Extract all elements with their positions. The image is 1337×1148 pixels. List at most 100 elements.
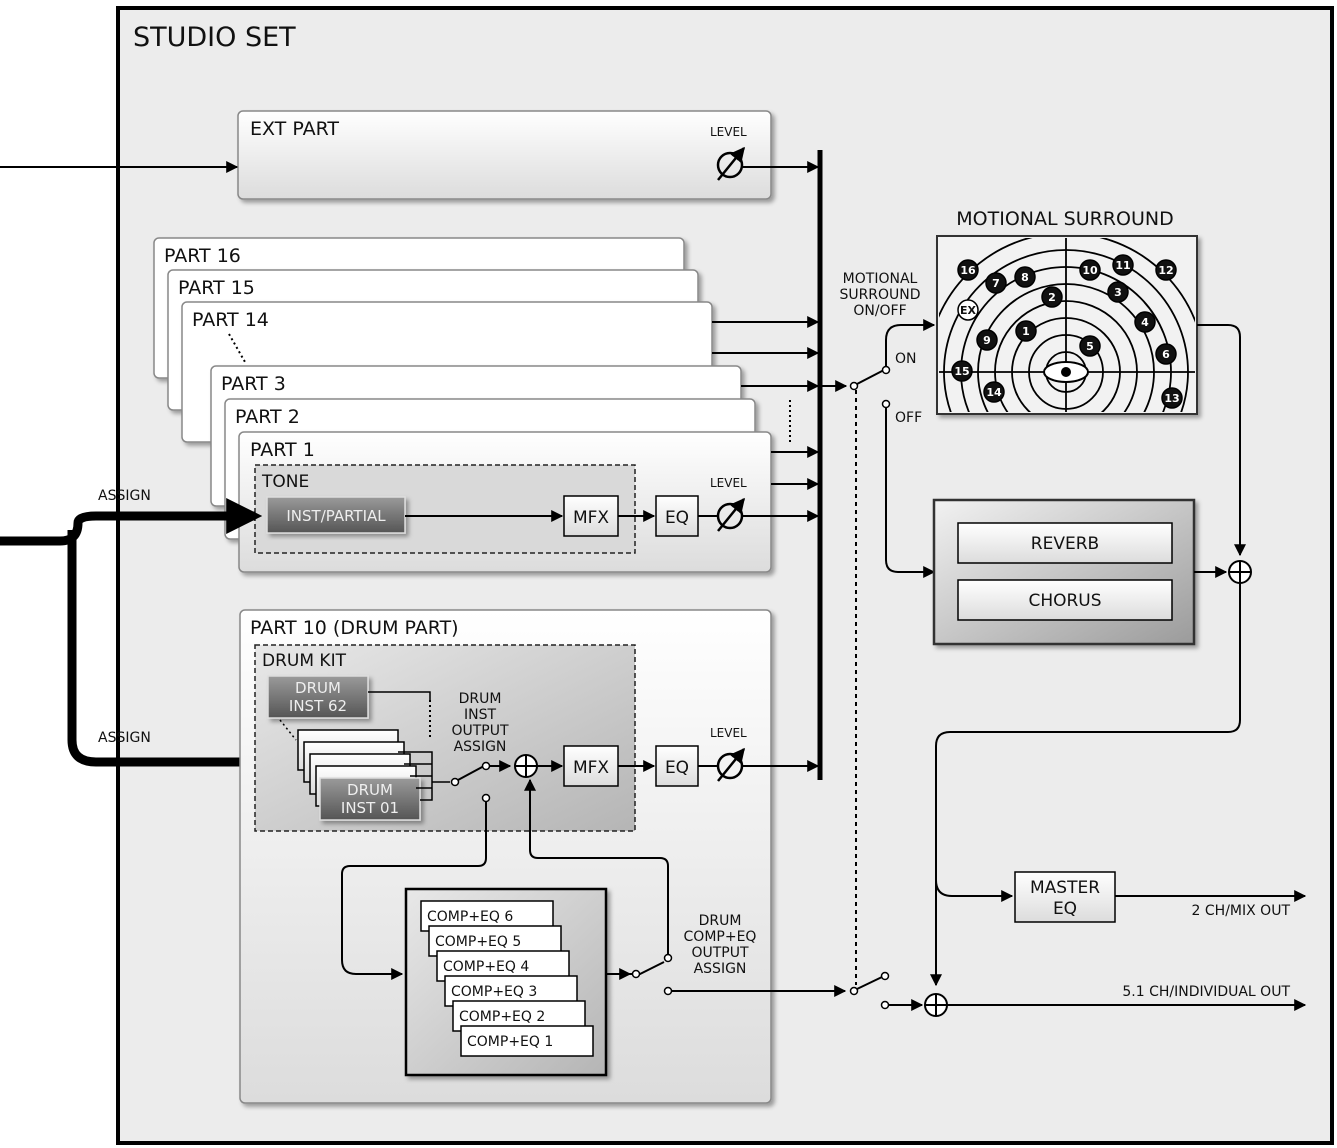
surround-marker-dot: [1112, 254, 1134, 276]
drum-output-assign-line3: OUTPUT: [451, 723, 509, 739]
surround-marker: 6: [1155, 343, 1177, 365]
surround-marker-dot: [951, 360, 973, 382]
surround-marker-dot: [957, 259, 979, 281]
comp-eq-5-label: COMP+EQ 5: [435, 934, 521, 950]
surround-marker-dot: [985, 272, 1007, 294]
surround-switch-line2: SURROUND: [839, 287, 920, 303]
surround-marker-label: 15: [954, 365, 969, 378]
surround-marker-dot: [1161, 387, 1183, 409]
individual-out-switch: [849, 971, 924, 1011]
drum-mfx-label: MFX: [573, 758, 609, 778]
comp-output-assign-line3: OUTPUT: [691, 945, 749, 961]
part-3-label: PART 3: [221, 373, 286, 395]
off-path: [885, 408, 936, 578]
drum-eq-label: EQ: [665, 758, 689, 778]
surround-off-label: OFF: [895, 410, 922, 426]
chorus-box: [957, 579, 1173, 621]
surround-switch-line1: MOTIONAL: [843, 271, 918, 287]
inst-partial-box: [266, 496, 406, 534]
drum-output-assign-line1: DRUM: [459, 691, 502, 707]
surround-marker: 4: [1134, 311, 1156, 333]
surround-marker: 16: [957, 259, 979, 281]
comp-eq-4-label: COMP+EQ 4: [443, 959, 529, 975]
comp-output-assign-line1: DRUM: [699, 913, 742, 929]
surround-marker: 15: [951, 360, 973, 382]
surround-marker-dot: [1107, 281, 1129, 303]
surround-marker: 1: [1015, 320, 1037, 342]
surround-marker-label: 9: [983, 334, 991, 347]
comp-eq-2-label: COMP+EQ 2: [459, 1009, 545, 1025]
drum-sum-icon: [514, 754, 538, 778]
assign-input-bottom-path: [67, 530, 293, 780]
surround-marker-dot: [1079, 259, 1101, 281]
surround-marker-label: 14: [986, 386, 1002, 399]
surround-marker-label: 13: [1164, 392, 1179, 405]
surround-marker: 11: [1112, 254, 1134, 276]
surround-marker-label: EX: [960, 304, 977, 317]
surround-output-path: [1197, 324, 1246, 557]
assign-input-top-path: [0, 498, 263, 546]
part-16-label: PART 16: [164, 245, 241, 267]
surround-marker: 8: [1014, 266, 1036, 288]
comp-output-assign-switch: [606, 953, 847, 997]
drum-kit-label: DRUM KIT: [262, 651, 347, 671]
drum-inst-output-assign-switch: [450, 760, 512, 803]
part-15-label: PART 15: [178, 277, 255, 299]
surround-marker-dot: [1155, 259, 1177, 281]
studio-set-title: STUDIO SET: [133, 22, 296, 53]
listener-eye-icon: [1043, 361, 1089, 383]
individual-out-label: 5.1 CH/INDIVIDUAL OUT: [1122, 984, 1290, 1000]
surround-marker-label: 5: [1086, 340, 1094, 353]
surround-marker-label: 12: [1158, 264, 1173, 277]
comp-eq-1-label: COMP+EQ 1: [467, 1034, 553, 1050]
surround-marker: 13: [1161, 387, 1183, 409]
reverb-box: [957, 522, 1173, 564]
tone-eq-label: EQ: [665, 508, 689, 528]
surround-marker: EX: [957, 299, 979, 321]
master-eq-line2: EQ: [1053, 899, 1077, 919]
surround-marker-label: 8: [1021, 271, 1029, 284]
ext-level-label: LEVEL: [710, 125, 747, 139]
surround-marker-dot: [983, 381, 1005, 403]
drum-inst-62-line: [368, 691, 431, 700]
surround-marker-label: 10: [1082, 264, 1098, 277]
drum-part-label: PART 10 (DRUM PART): [250, 617, 459, 639]
part-output-lines: [712, 316, 820, 522]
ext-part-label: EXT PART: [250, 118, 339, 140]
surround-marker-label: 7: [992, 277, 1000, 290]
surround-marker: 2: [1041, 286, 1063, 308]
tone-eq-box: [655, 495, 699, 537]
comp-eq-stack: COMP+EQ 6 COMP+EQ 5 COMP+EQ 4 COMP+EQ 3 …: [420, 900, 594, 1057]
comp-eq-send-path: [341, 802, 487, 980]
surround-marker-label: 11: [1115, 259, 1130, 272]
surround-marker-label: 2: [1048, 291, 1056, 304]
surround-marker: 3: [1107, 281, 1129, 303]
surround-marker-dot: [1155, 343, 1177, 365]
comp-output-assign-line4: ASSIGN: [694, 961, 747, 977]
surround-marker-label: 1: [1022, 325, 1030, 338]
surround-marker: 5: [1079, 335, 1101, 357]
surround-marker: 7: [985, 272, 1007, 294]
surround-marker-label: 4: [1141, 316, 1149, 329]
surround-marker-dot: [1015, 320, 1037, 342]
inst-partial-label: INST/PARTIAL: [286, 507, 386, 525]
master-eq-line1: MASTER: [1030, 878, 1100, 898]
drum-inst-62-box: [267, 675, 369, 719]
part-2-label: PART 2: [235, 406, 300, 428]
part-1-label: PART 1: [250, 439, 315, 461]
motional-surround-title: MOTIONAL SURROUND: [956, 208, 1173, 230]
surround-marker: 12: [1155, 259, 1177, 281]
effects-block: [932, 498, 1196, 646]
tone-level-label: LEVEL: [710, 476, 747, 490]
comp-eq-3-label: COMP+EQ 3: [451, 984, 537, 1000]
part-14-label: PART 14: [192, 309, 269, 331]
drum-inst-ellipsis: [279, 719, 297, 741]
assign-top-label: ASSIGN: [98, 488, 151, 504]
reverb-label: REVERB: [1031, 534, 1099, 554]
drum-output-assign-line2: INST: [464, 707, 496, 723]
mix-out-label: 2 CH/MIX OUT: [1192, 903, 1291, 919]
surround-marker-dot: [957, 299, 979, 321]
surround-marker-dot: [976, 329, 998, 351]
surround-marker: 14: [983, 381, 1005, 403]
